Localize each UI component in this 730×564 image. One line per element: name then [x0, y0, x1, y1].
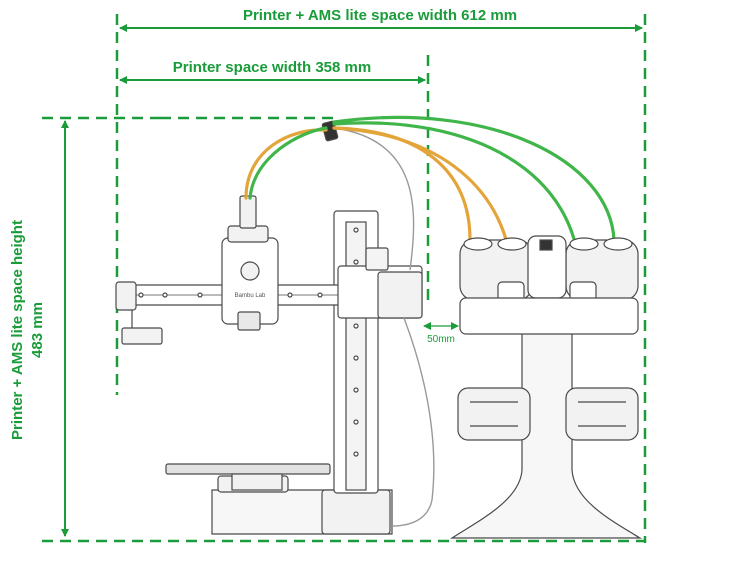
filament-tube-green-1	[248, 126, 328, 200]
height-label-line1: Printer + AMS lite space height	[9, 220, 26, 440]
combined-width-label: Printer + AMS lite space width 612 mm	[243, 7, 517, 24]
ams-body-mid	[459, 297, 639, 335]
dimension-frames	[42, 14, 647, 543]
x-gantry-holes	[138, 292, 323, 298]
toolhead-body	[221, 237, 279, 325]
printer-drawing: Bambu Lab	[115, 120, 435, 535]
bed-carriage	[231, 473, 283, 491]
toolhead-knob	[240, 261, 260, 281]
cable	[391, 317, 435, 527]
filament-tube-yellow-1	[244, 128, 328, 200]
printer-base-pillar	[321, 489, 391, 535]
heated-bed	[165, 463, 331, 475]
toolhead-nozzle	[237, 311, 261, 331]
height-label-line2: 483 mm	[29, 302, 46, 358]
gantry-left-end	[115, 281, 137, 311]
spool-holder-right-bottom	[565, 387, 639, 441]
ams-lite-drawing	[449, 235, 643, 539]
z-column-holes	[353, 227, 359, 457]
left-accessory	[121, 327, 163, 345]
printer-width-label: Printer space width 358 mm	[173, 59, 371, 76]
toolhead-brand: Bambu Lab	[235, 293, 266, 299]
toolhead-inlet	[239, 195, 257, 229]
spool-holder-left-bottom	[457, 387, 531, 441]
ptfe-tube	[333, 127, 415, 271]
z-carriage-motor	[377, 271, 423, 319]
gap-label: 50mm	[427, 334, 455, 345]
filament-tube-green-3	[332, 115, 616, 242]
z-carriage-top	[365, 247, 389, 271]
